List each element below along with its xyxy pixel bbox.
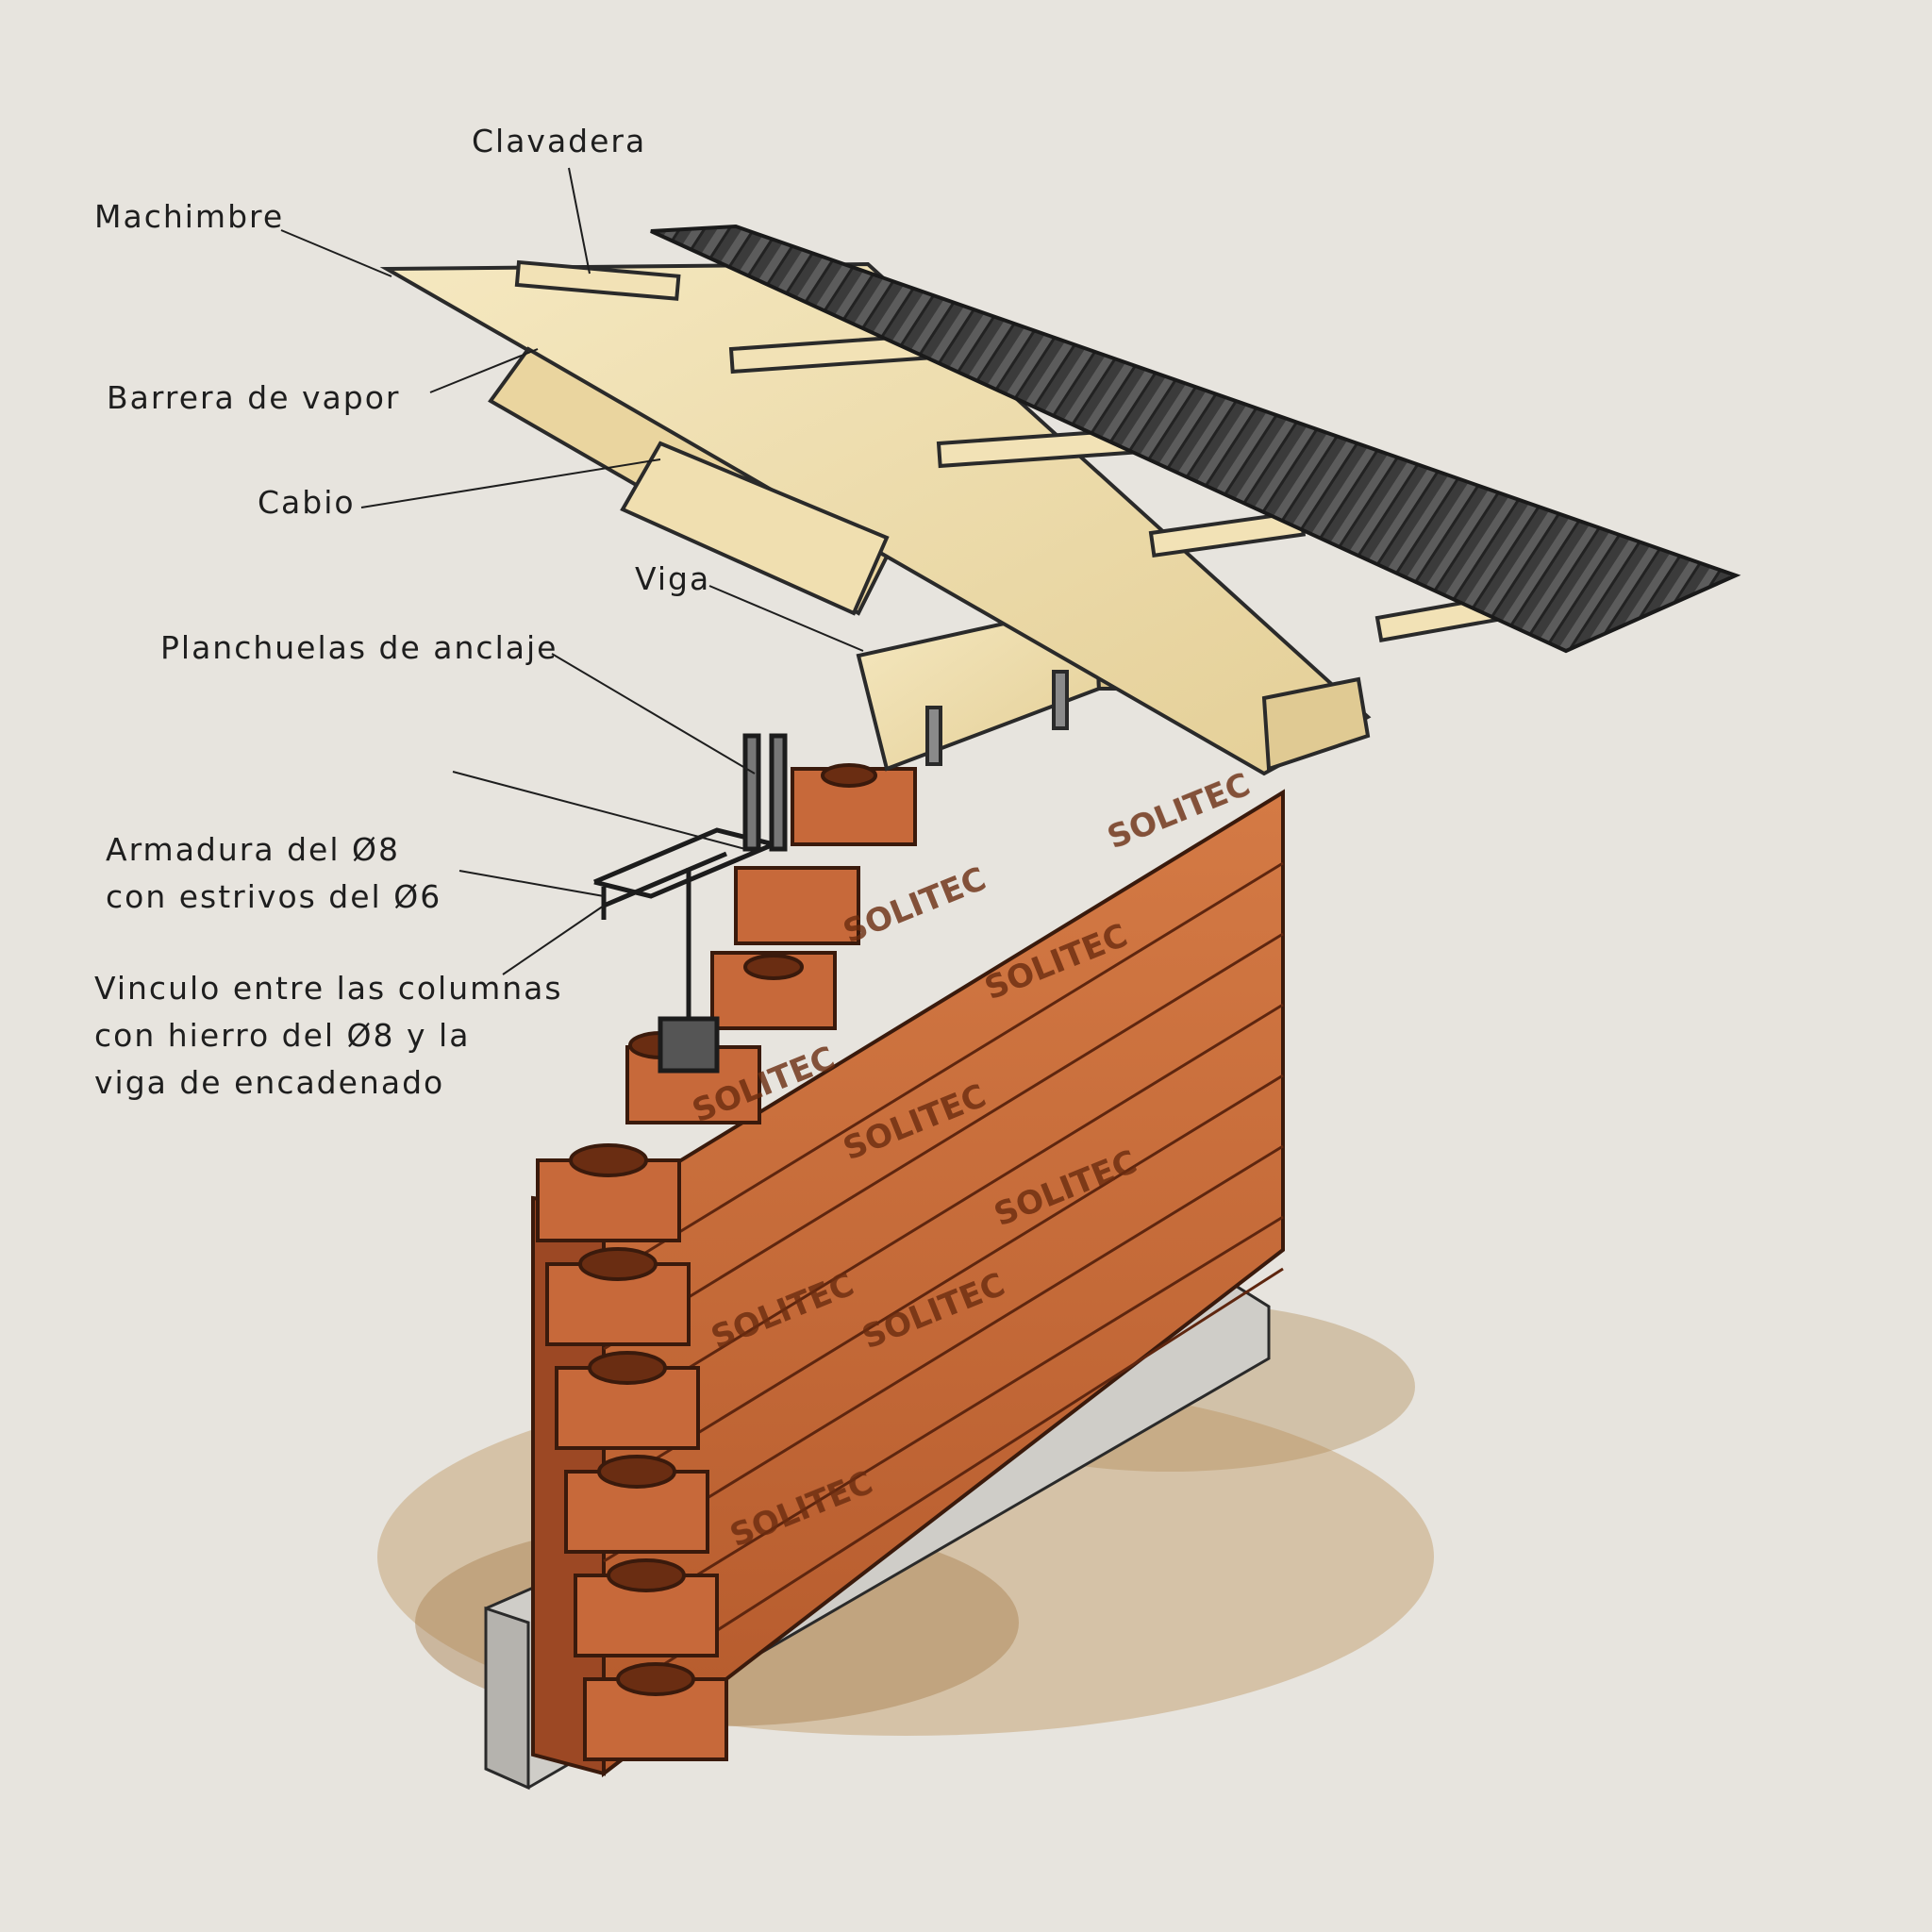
brick-column (536, 1143, 728, 1761)
roof-sheet (650, 224, 1741, 654)
label-machimbre: Machimbre (94, 198, 285, 235)
rebar-cage (593, 733, 788, 1074)
label-vinculo-line2: con hierro del Ø8 y la (94, 1017, 471, 1054)
brick-stamp: SOLITEC (838, 860, 991, 952)
label-vinculo-line1: Vinculo entre las columnas (94, 970, 563, 1007)
label-cabio: Cabio (258, 484, 356, 521)
label-planchuelas-de-anclaje: Planchuelas de anclaje (160, 629, 558, 666)
roof-rafters (379, 259, 1514, 776)
label-vinculo: Vinculo entre las columnas con hierro de… (94, 965, 563, 1107)
label-armadura-line2: con estrivos del Ø6 (106, 878, 442, 915)
label-vinculo-line3: viga de encadenado (94, 1064, 445, 1101)
label-armadura: Armadura del Ø8 con estrivos del Ø6 (106, 826, 441, 921)
label-clavadera: Clavadera (472, 123, 647, 159)
label-viga: Viga (635, 560, 711, 597)
leader-lines (280, 167, 864, 975)
label-barrera-de-vapor: Barrera de vapor (107, 379, 401, 416)
label-armadura-line1: Armadura del Ø8 (106, 831, 400, 868)
